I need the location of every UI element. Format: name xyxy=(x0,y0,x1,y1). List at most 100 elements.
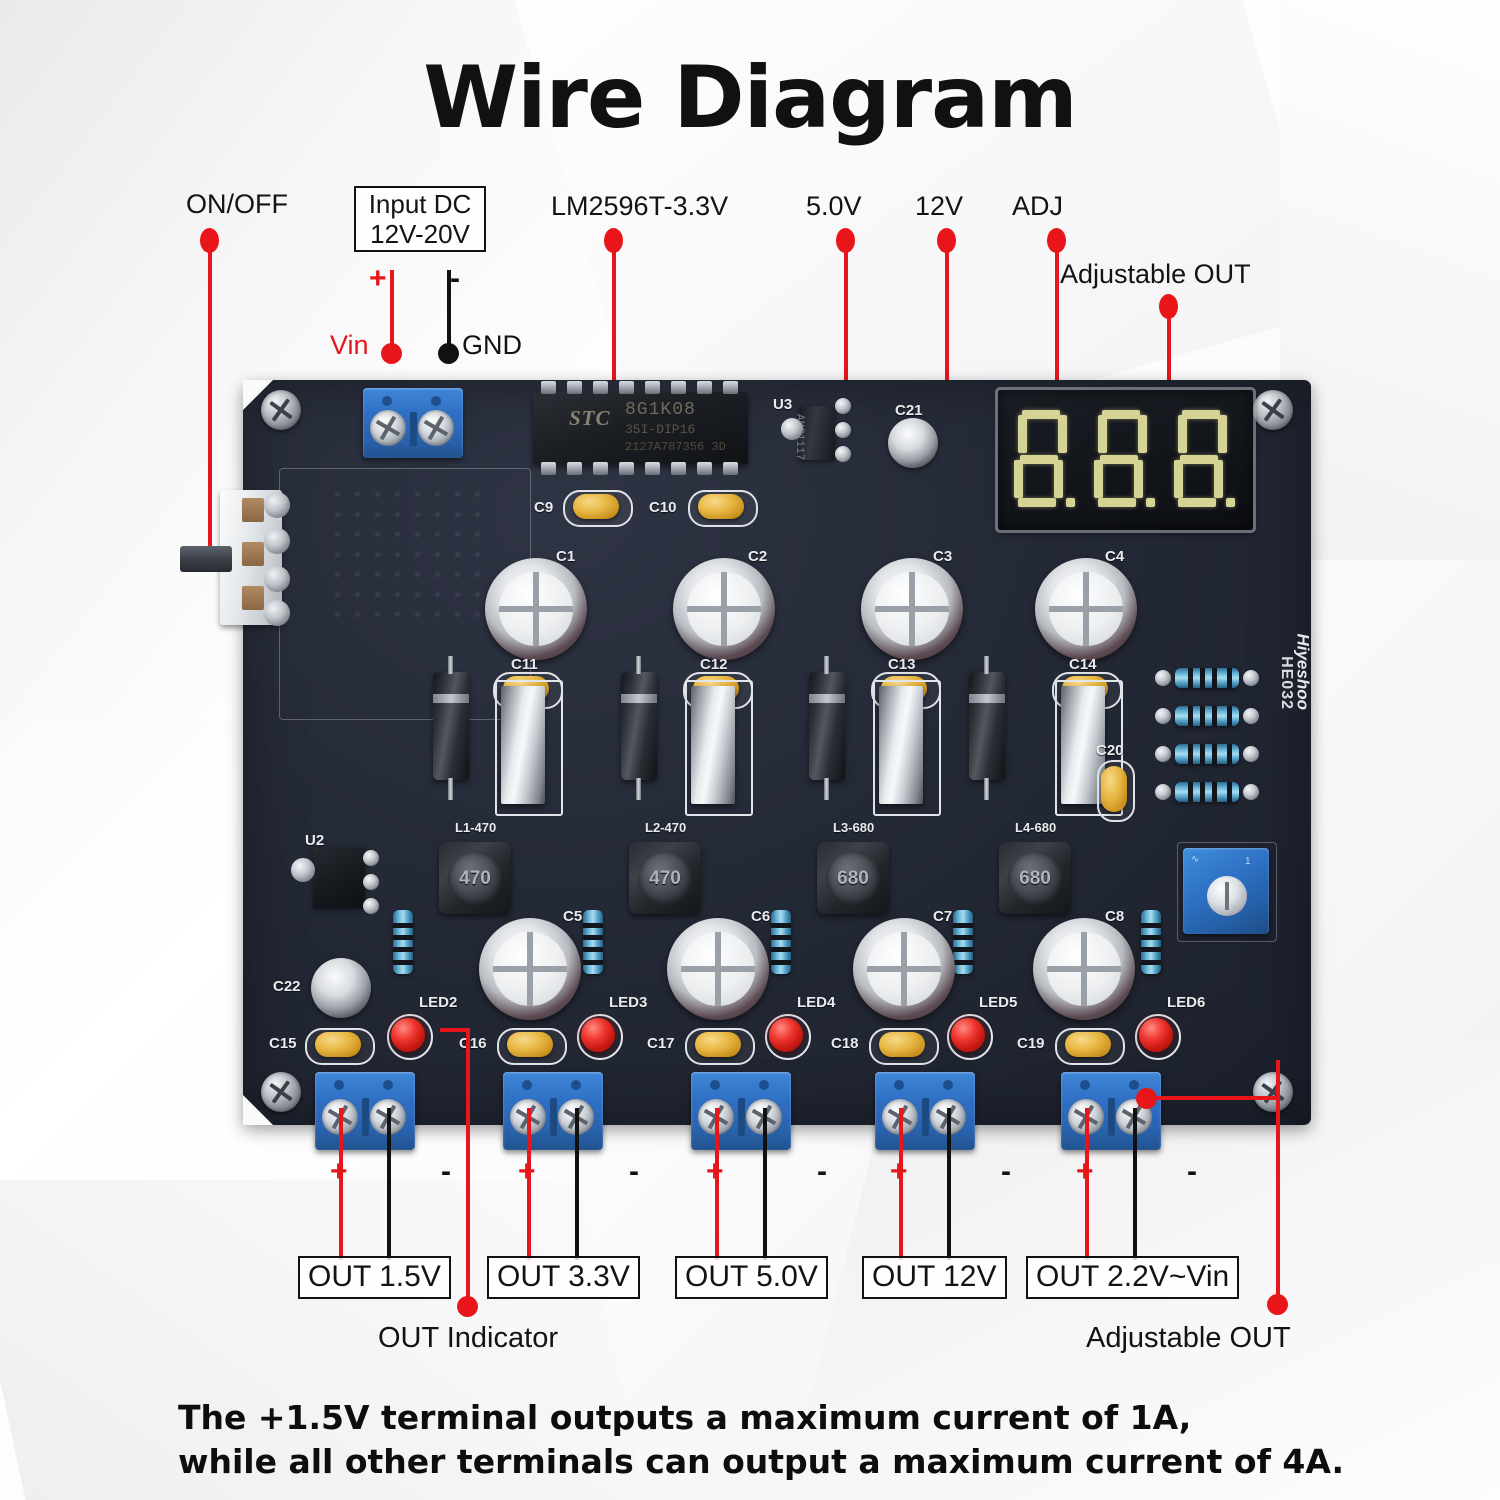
silk-c9: C9 xyxy=(534,499,554,516)
label-gnd: GND xyxy=(462,330,522,360)
label-adjustable-out-top: Adjustable OUT xyxy=(1060,259,1251,289)
silk-c4: C4 xyxy=(1105,548,1125,565)
regulator-u3: AMS1117 xyxy=(793,406,835,460)
output-terminal-3[interactable] xyxy=(691,1072,791,1150)
silk-u3: U3 xyxy=(773,396,793,413)
capacitor-c16 xyxy=(507,1032,553,1057)
indicator-led6 xyxy=(1139,1018,1173,1052)
diode-d1 xyxy=(433,672,469,780)
pointer-dot-vin xyxy=(381,343,402,364)
silk-led3: LED3 xyxy=(609,994,648,1011)
out4-minus-sign: - xyxy=(1001,1155,1011,1188)
capacitor-c8 xyxy=(1033,918,1135,1020)
switch-tab-1 xyxy=(242,498,264,522)
output-terminal-5[interactable] xyxy=(1061,1072,1161,1150)
capacitor-c22 xyxy=(311,958,371,1018)
label-vin: Vin xyxy=(330,330,369,360)
out5-plus-sign: + xyxy=(1076,1155,1094,1188)
ic-package: 35I-DIP16 xyxy=(625,422,696,437)
silk-l1: L1-470 xyxy=(455,820,497,835)
leader-out2-plus xyxy=(527,1108,531,1260)
terminal-notch xyxy=(410,412,417,446)
silk-led4: LED4 xyxy=(797,994,836,1011)
leader-out5-plus xyxy=(1085,1108,1089,1260)
silk-c21: C21 xyxy=(895,402,923,419)
solder-joint-u3d xyxy=(835,446,851,462)
silk-l4: L4-680 xyxy=(1015,820,1057,835)
resistor-r2 xyxy=(1175,706,1239,726)
output-terminal-1[interactable] xyxy=(315,1072,415,1150)
silk-led6: LED6 xyxy=(1167,994,1206,1011)
capacitor-c21 xyxy=(888,418,938,468)
input-terminal-block[interactable] xyxy=(363,388,463,458)
inductor-l2: 470 xyxy=(629,842,701,914)
leader-out1-plus xyxy=(339,1108,343,1260)
switch-pin-3 xyxy=(264,566,290,592)
diode-lead-d4b xyxy=(984,778,989,800)
capacitor-c15 xyxy=(315,1032,361,1057)
display-bezel xyxy=(995,387,1256,533)
output-terminal-4[interactable] xyxy=(875,1072,975,1150)
ring-led4 xyxy=(765,1014,811,1060)
silk-c11: C11 xyxy=(511,656,538,673)
pot-adjust-knob[interactable] xyxy=(1207,876,1247,916)
switch-pin-1 xyxy=(264,492,290,518)
diode-lead-d1b xyxy=(448,778,453,800)
label-5v: 5.0V xyxy=(806,191,862,221)
leader-on-off xyxy=(208,240,212,562)
silk-c20: C20 xyxy=(1096,742,1124,759)
silk-c6: C6 xyxy=(751,908,771,925)
silk-c14: C14 xyxy=(1069,656,1097,673)
label-out-1: OUT 1.5V xyxy=(298,1256,451,1299)
solder-joint-u3c xyxy=(835,422,851,438)
display-digit-1 xyxy=(1014,410,1075,510)
capacitor-c3 xyxy=(861,558,963,660)
label-input-dc: Input DC 12V-20V xyxy=(354,186,486,253)
leader-adj-out-top xyxy=(1167,306,1171,440)
indicator-led5 xyxy=(951,1018,985,1052)
label-out-4: OUT 12V xyxy=(862,1256,1007,1299)
output-terminal-2[interactable] xyxy=(503,1072,603,1150)
trimmer-potentiometer[interactable]: ∿ 1 xyxy=(1183,848,1269,934)
diode-lead-d2b xyxy=(636,778,641,800)
resistor-r1 xyxy=(1175,668,1239,688)
silk-c22: C22 xyxy=(273,978,301,995)
terminal-hole-left xyxy=(382,396,392,406)
pointer-dot-gnd xyxy=(438,343,459,364)
capacitor-c7 xyxy=(853,918,955,1020)
mcu-chip-stc: STC 8G1K08 35I-DIP16 2127A787356 3D xyxy=(533,381,748,475)
switch-lever[interactable] xyxy=(180,546,232,572)
terminal-screw-vin[interactable] xyxy=(370,410,406,446)
solder-u2b xyxy=(363,850,379,866)
diode-lead-d1 xyxy=(448,656,453,674)
pcb-board: STC 8G1K08 35I-DIP16 2127A787356 3D U3 A… xyxy=(180,380,1313,1150)
label-out-5: OUT 2.2V~Vin xyxy=(1026,1256,1240,1299)
label-adjustable-out-bottom: Adjustable OUT xyxy=(1086,1322,1291,1354)
footer-line-2: while all other terminals can output a m… xyxy=(178,1441,1345,1481)
terminal-screw-gnd[interactable] xyxy=(418,410,454,446)
power-slide-switch[interactable] xyxy=(180,490,290,626)
pointer-dot-out-indicator xyxy=(457,1296,478,1317)
diode-lead-d2 xyxy=(636,656,641,674)
display-digit-2 xyxy=(1094,410,1155,510)
capacitor-c20 xyxy=(1101,766,1127,812)
out1-minus-sign: - xyxy=(441,1155,451,1188)
silk-c10: C10 xyxy=(649,499,677,516)
leader-out4-minus xyxy=(947,1108,951,1260)
silk-l2: L2-470 xyxy=(645,820,687,835)
silk-led5: LED5 xyxy=(979,994,1018,1011)
mounting-screw-br xyxy=(1253,1072,1293,1112)
silk-c8: C8 xyxy=(1105,908,1125,925)
inductor-value-l4: 680 xyxy=(1019,868,1051,889)
regulator-lm2596-2 xyxy=(691,686,735,804)
leader-out-indicator xyxy=(466,1028,470,1300)
inductor-value-l3: 680 xyxy=(837,868,869,889)
pad-lm2596-2 xyxy=(685,680,753,816)
label-on-off: ON/OFF xyxy=(186,189,288,219)
ring-led6 xyxy=(1135,1014,1181,1060)
solder-u2c xyxy=(363,874,379,890)
solder-u2a xyxy=(291,858,315,882)
out1-plus-sign: + xyxy=(330,1155,348,1188)
inductor-l3: 680 xyxy=(817,842,889,914)
